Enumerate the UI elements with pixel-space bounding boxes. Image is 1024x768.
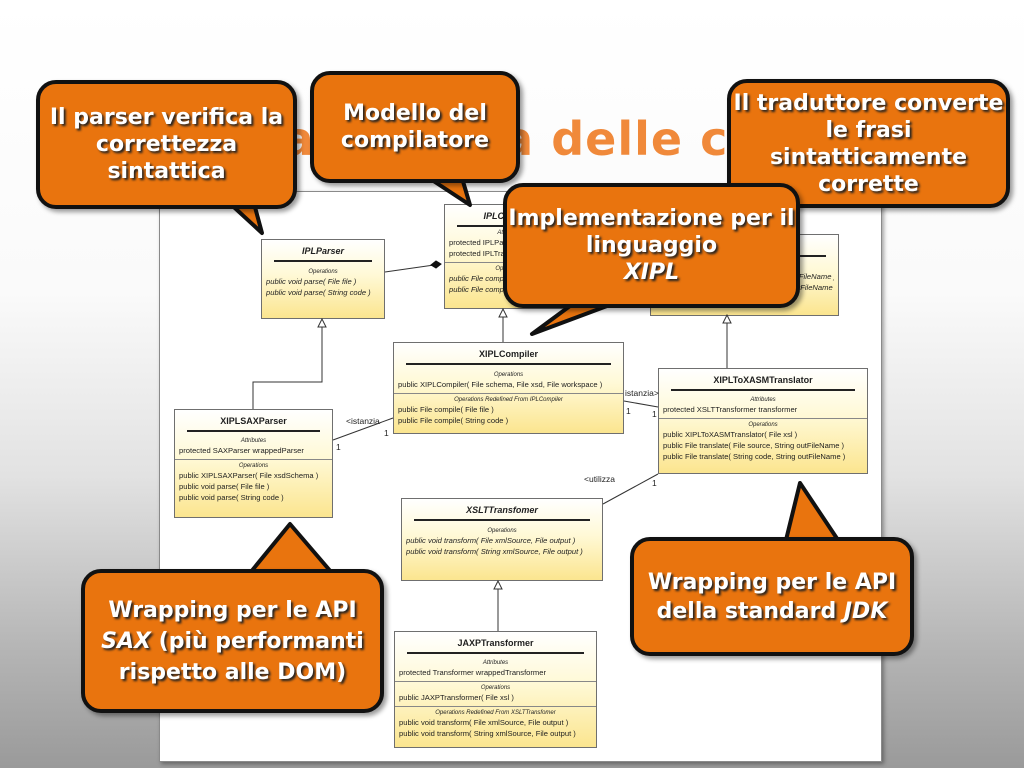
class-name: XIPLToXASMTranslator [671,369,855,391]
redefined-operations-section: Operations Redefined From IPLCompiler pu… [394,393,623,429]
callout-sax: Wrapping per le API SAX (più performanti… [81,569,384,713]
operations-section: Operations public XIPLCompiler( File sch… [394,369,623,393]
operation: public XIPLCompiler( File schema, File x… [398,380,603,389]
callout-jdk: Wrapping per le API della standard JDK [630,537,914,656]
multiplicity-label: 1 [652,409,657,419]
operation: public XIPLSAXParser( File xsdSchema ) [179,471,319,480]
relation-label: <utilizza [584,474,615,484]
operation: public JAXPTransformer( File xsl ) [399,693,514,702]
association-line [332,417,394,441]
attributes-section: Attributes protected XSLTTransformer tra… [659,394,867,418]
class-xiplcompiler: XIPLCompiler Operations public XIPLCompi… [393,342,624,434]
multiplicity-label: 1 [626,406,631,416]
operation: public void transform( String xmlSource,… [406,547,583,556]
multiplicity-label: 1 [652,478,657,488]
operation: public void parse( File file ) [179,482,270,491]
generalization-arrowhead [317,317,327,328]
operation: public void parse( File file ) [266,277,357,286]
attribute: protected Transformer wrappedTransformer [399,668,547,677]
operation: public void transform( File xmlSource, F… [406,536,576,545]
operation: public void transform( File xmlSource, F… [399,718,569,727]
operation: public void transform( String xmlSource,… [399,729,576,738]
operations-section: Operations public void transform( File x… [402,525,602,560]
multiplicity-label: 1 [336,442,341,452]
callout-parser: Il parser verifica la correttezza sintat… [36,80,297,209]
association-line [602,473,659,505]
operation: public File compile( String code ) [398,416,509,425]
attributes-section: Attributes protected SAXParser wrappedPa… [175,435,332,459]
callout-traduttore: Il traduttore converte le frasi sintatti… [727,79,1010,208]
operations-section: Operations public XIPLSAXParser( File xs… [175,459,332,506]
class-xipltoxasmtranslator: XIPLToXASMTranslator Attributes protecte… [658,368,868,474]
relations-layer [252,260,732,631]
class-jaxptransformer: JAXPTransformer Attributes protected Tra… [394,631,597,748]
class-iplparser: IPLParser Operations public void parse( … [261,239,385,319]
relation-label: istanzia> [625,388,659,398]
operation: public void parse( String code ) [179,493,284,502]
operation: public File translate( String code, Stri… [663,452,846,461]
class-name: IPLParser [274,240,372,262]
class-name: XIPLSAXParser [187,410,320,432]
operation: public void parse( String code ) [266,288,371,297]
operations-section: Operations public JAXPTransformer( File … [395,681,596,706]
multiplicity-label: 1 [384,428,389,438]
operation: public File compile( File file ) [449,274,545,283]
attribute: protected SAXParser wrappedParser [179,446,304,455]
generalization-arrowhead [722,313,732,324]
relation-label: <istanzia [346,416,380,426]
generalization-line [252,325,323,409]
callout-tail-sax [248,522,334,575]
operation: public XIPLToXASMTranslator( File xsl ) [663,430,798,439]
operation: public File compile( File file ) [398,405,494,414]
callout-tail-jdk [784,481,840,542]
attribute: protected IPLParser parser [449,238,541,247]
association-line [623,400,659,408]
aggregation-diamond [430,260,442,269]
operations-section: Operations public XIPLToXASMTranslator( … [659,418,867,465]
redefined-operations-section: Operations Redefined From XSLTTransfomer… [395,706,596,742]
callout-modello: Modello del compilatore [310,71,520,183]
class-name: JAXPTransformer [407,632,584,654]
class-name: XSLTTransfomer [414,499,590,521]
attribute: protected XSLTTransformer transformer [663,405,798,414]
class-xiplsaxparser: XIPLSAXParser Attributes protected SAXPa… [174,409,333,518]
operations-section: Operations public void parse( File file … [262,266,384,301]
class-xslttransfomer: XSLTTransfomer Operations public void tr… [401,498,603,581]
generalization-arrowhead [493,579,503,590]
operation: public File translate( File source, Stri… [663,441,845,450]
attributes-section: Attributes protected Transformer wrapped… [395,657,596,681]
class-name: XIPLCompiler [406,343,611,365]
generalization-arrowhead [498,307,508,318]
